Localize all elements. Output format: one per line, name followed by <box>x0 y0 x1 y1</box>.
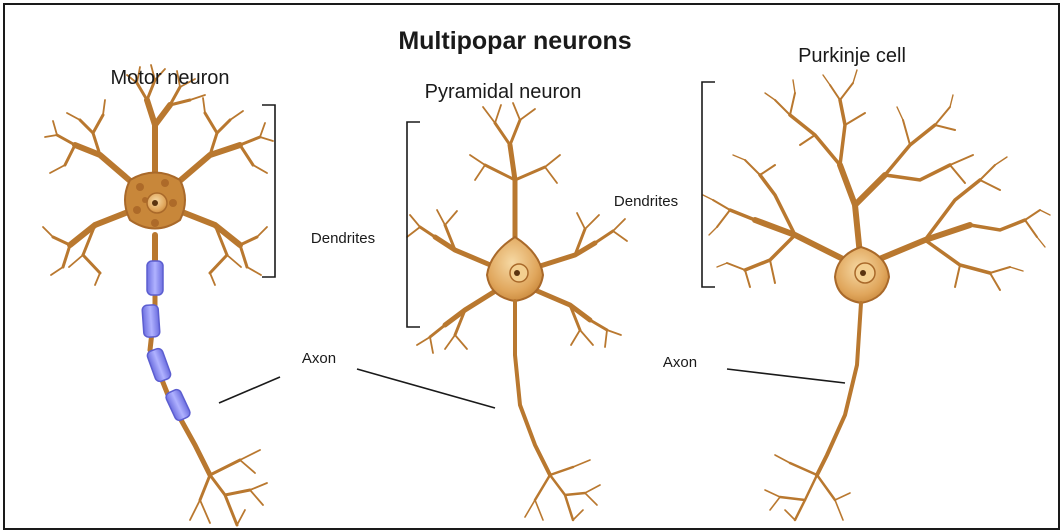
dendrites-label-right: Dendrites <box>614 193 678 210</box>
diagram-frame: Multipopar neurons <box>3 3 1060 530</box>
diagram-title: Multipopar neurons <box>398 27 631 55</box>
axon-label-center: Axon <box>302 350 336 367</box>
motor-neuron-label: Motor neuron <box>111 67 230 89</box>
pyramidal-neuron-label: Pyramidal neuron <box>425 81 582 103</box>
purkinje-cell-label: Purkinje cell <box>798 45 906 67</box>
diagram-canvas: Multipopar neurons <box>5 5 1058 528</box>
purkinje-cell <box>703 70 1050 520</box>
motor-neuron <box>43 65 273 525</box>
motor-dendrites-bracket <box>262 105 275 277</box>
axon-label-right: Axon <box>663 354 697 371</box>
pyramidal-axon-leader <box>357 369 495 408</box>
purkinje-dendrites-bracket <box>702 82 715 287</box>
dendrites-label-center: Dendrites <box>311 230 375 247</box>
purkinje-axon-leader <box>727 369 845 383</box>
pyramidal-neuron <box>407 103 627 520</box>
motor-axon-leader <box>219 377 280 403</box>
